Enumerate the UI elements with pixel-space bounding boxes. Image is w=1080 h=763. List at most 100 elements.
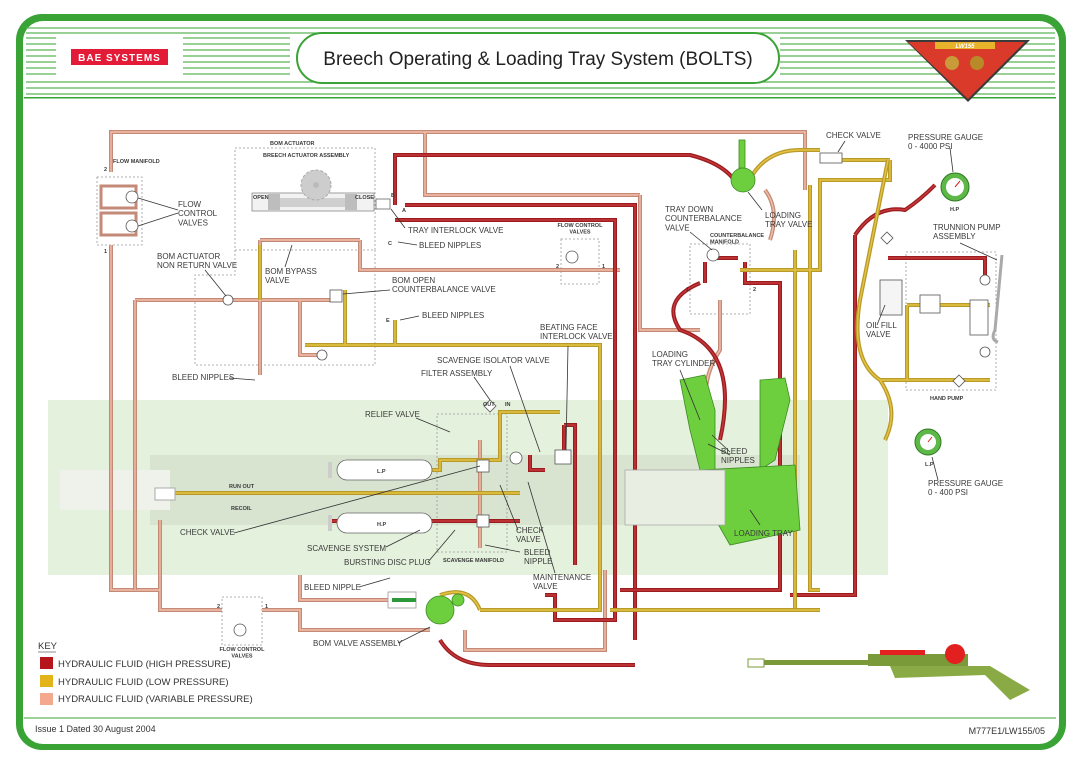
flow-control-valves-top-box bbox=[560, 238, 600, 285]
svg-text:RECOIL: RECOIL bbox=[231, 506, 252, 512]
svg-text:KEY: KEY bbox=[38, 641, 58, 652]
valve-symbols bbox=[222, 152, 991, 637]
bae-logo-box bbox=[71, 49, 168, 65]
bom-open-cbv-icon bbox=[329, 289, 343, 303]
frame-inner bbox=[23, 21, 1059, 744]
svg-text:FLOW MANIFOLD: FLOW MANIFOLD bbox=[113, 159, 160, 165]
pressure-gauge-lp bbox=[914, 428, 942, 456]
svg-text:A: A bbox=[402, 208, 406, 214]
trunnion-pump-handle[interactable] bbox=[991, 254, 1004, 344]
svg-text:FILTER ASSEMBLY: FILTER ASSEMBLY bbox=[421, 369, 493, 378]
svg-text:2: 2 bbox=[556, 264, 559, 270]
svg-text:BLEED NIPPLE: BLEED NIPPLE bbox=[304, 583, 361, 592]
bae-logo-text: BAE SYSTEMS bbox=[78, 53, 161, 64]
svg-text:C: C bbox=[388, 241, 392, 247]
svg-text:L.P: L.P bbox=[925, 462, 934, 468]
page-title: Breech Operating & Loading Tray System (… bbox=[323, 49, 752, 70]
bom-actuator-box bbox=[234, 147, 376, 251]
svg-text:CHECK VALVE: CHECK VALVE bbox=[826, 131, 881, 140]
svg-text:2: 2 bbox=[753, 287, 756, 293]
title-pill bbox=[296, 32, 780, 84]
svg-text:SCAVENGE MANIFOLD: SCAVENGE MANIFOLD bbox=[443, 558, 504, 564]
flow-manifold-box bbox=[96, 176, 143, 246]
legend-swatch bbox=[40, 657, 53, 669]
svg-text:SCAVENGE ISOLATOR VALVE: SCAVENGE ISOLATOR VALVE bbox=[437, 356, 550, 365]
svg-text:TRAY INTERLOCK VALVE: TRAY INTERLOCK VALVE bbox=[408, 226, 503, 235]
svg-text:HYDRAULIC FLUID (HIGH PRESSURE: HYDRAULIC FLUID (HIGH PRESSURE) bbox=[58, 659, 231, 670]
svg-text:BLEED NIPPLES: BLEED NIPPLES bbox=[419, 241, 481, 250]
flow-control-valves-bottom-box bbox=[221, 596, 263, 646]
document-reference: M777E1/LW155/05 bbox=[969, 726, 1045, 736]
legend-item-low-pressure: HYDRAULIC FLUID (LOW PRESSURE) bbox=[40, 675, 229, 688]
legend-swatch bbox=[40, 693, 53, 705]
svg-text:H.P: H.P bbox=[950, 207, 960, 213]
svg-text:H.P: H.P bbox=[377, 522, 387, 528]
legend-swatch bbox=[40, 675, 53, 687]
svg-text:IN: IN bbox=[505, 402, 511, 408]
svg-text:HYDRAULIC FLUID (LOW PRESSURE): HYDRAULIC FLUID (LOW PRESSURE) bbox=[58, 677, 229, 688]
pressure-gauge-hp bbox=[940, 172, 970, 202]
issue-date: Issue 1 Dated 30 August 2004 bbox=[35, 724, 156, 734]
svg-text:CLOSE: CLOSE bbox=[355, 195, 374, 201]
svg-text:OPEN: OPEN bbox=[253, 195, 269, 201]
svg-text:1: 1 bbox=[686, 287, 689, 293]
svg-text:RUN OUT: RUN OUT bbox=[229, 484, 255, 490]
bom-valve-assembly[interactable] bbox=[387, 591, 465, 625]
svg-text:LW155: LW155 bbox=[955, 44, 975, 50]
svg-text:BLEED NIPPLES: BLEED NIPPLES bbox=[172, 373, 234, 382]
svg-text:RELIEF VALVE: RELIEF VALVE bbox=[365, 410, 420, 419]
svg-text:BOM VALVE ASSEMBLY: BOM VALVE ASSEMBLY bbox=[313, 639, 403, 648]
svg-text:LOADING TRAY: LOADING TRAY bbox=[734, 529, 793, 538]
svg-text:1: 1 bbox=[602, 264, 605, 270]
svg-text:HYDRAULIC FLUID (VARIABLE PRES: HYDRAULIC FLUID (VARIABLE PRESSURE) bbox=[58, 694, 253, 705]
svg-text:2: 2 bbox=[104, 167, 107, 173]
hp-accumulator bbox=[336, 512, 433, 534]
low-pressure-lines bbox=[165, 148, 990, 612]
svg-text:HAND PUMP: HAND PUMP bbox=[930, 396, 964, 402]
svg-text:CHECK VALVE: CHECK VALVE bbox=[180, 528, 235, 537]
svg-text:1: 1 bbox=[265, 604, 268, 610]
hand-pump-box bbox=[905, 251, 997, 391]
loading-tray-valve[interactable] bbox=[730, 139, 756, 193]
header-base-line bbox=[24, 97, 1056, 99]
legend: KEY HYDRAULIC FLUID (HIGH PRESSURE) HYDR… bbox=[38, 641, 253, 705]
lp-accumulator bbox=[336, 459, 433, 481]
svg-text:SCAVENGE SYSTEM: SCAVENGE SYSTEM bbox=[307, 544, 386, 553]
svg-text:BURSTING DISC PLUG: BURSTING DISC PLUG bbox=[344, 558, 431, 567]
m777-howitzer-icon bbox=[747, 644, 1030, 700]
flow-control-valves-left[interactable] bbox=[99, 184, 139, 237]
svg-text:L.P: L.P bbox=[377, 469, 386, 475]
svg-text:BREECH ACTUATOR ASSEMBLY: BREECH ACTUATOR ASSEMBLY bbox=[263, 153, 350, 159]
legend-item-high-pressure: HYDRAULIC FLUID (HIGH PRESSURE) bbox=[40, 657, 231, 670]
legend-item-variable-pressure: HYDRAULIC FLUID (VARIABLE PRESSURE) bbox=[40, 693, 253, 705]
svg-text:BLEED NIPPLES: BLEED NIPPLES bbox=[422, 311, 484, 320]
loading-tray bbox=[624, 374, 801, 546]
bom-nrv-icon bbox=[222, 294, 234, 306]
leader-lines bbox=[137, 140, 998, 644]
svg-text:2: 2 bbox=[217, 604, 220, 610]
svg-text:OUT: OUT bbox=[483, 402, 495, 408]
svg-text:BOM ACTUATOR: BOM ACTUATOR bbox=[270, 141, 315, 147]
svg-text:1: 1 bbox=[104, 249, 107, 255]
